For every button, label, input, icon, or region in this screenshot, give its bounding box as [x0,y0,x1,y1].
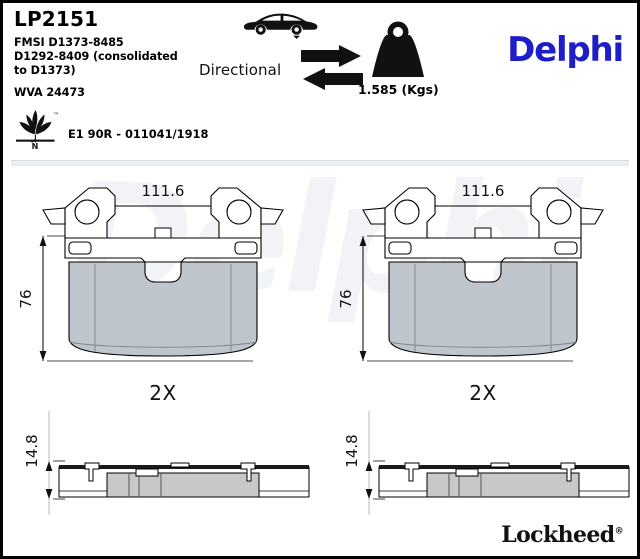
right-pad-drawing: 111.6 76 [323,166,637,426]
header: LP2151 FMSI D1373-8485 D1292-8409 (conso… [3,3,637,155]
fmsi-code: FMSI D1373-8485 [14,36,124,49]
homologation-row: N ™ E1 90R - 011041/1918 [13,106,208,150]
car-side-icon [244,13,318,39]
lockheed-text: Lockheed [501,522,615,548]
registered-mark: ® [614,526,624,537]
right-pad-quantity: 2X [469,381,497,405]
homologation-code: E1 90R - 011041/1918 [68,127,209,141]
consolidated-code: D1292-8409 (consolidated to D1373) [14,50,178,78]
left-pad-height-label: 76 [17,289,35,308]
delphi-logo: Delphi [507,30,624,70]
right-pad-side-view: 14.8 [323,411,637,521]
eco-leaf-icon: N ™ [16,110,59,150]
left-pad-quantity: 2X [149,381,177,405]
part-number: LP2151 [14,7,99,31]
wva-code: WVA 24473 [14,85,85,99]
left-pad-drawing: 111.6 76 [3,166,323,426]
technical-drawings: 111.6 76 [3,166,637,556]
directional-label: Directional [199,61,282,79]
weight-icon [372,21,424,77]
part-identification-block: LP2151 FMSI D1373-8485 D1292-8409 (conso… [14,8,229,100]
lockheed-logo: Lockheed® [501,522,623,548]
left-pad-width-label: 111.6 [142,182,185,200]
weight-label: 1.585 (Kgs) [358,82,439,97]
right-thickness-label: 14.8 [343,434,361,467]
left-thickness-label: 14.8 [23,434,41,467]
right-pad-height-label: 76 [337,289,355,308]
svg-text:N: N [32,142,39,150]
directional-arrows-icon [301,45,363,90]
left-pad-side-view: 14.8 [3,411,323,521]
header-divider [11,160,629,166]
right-pad-width-label: 111.6 [462,182,505,200]
svg-text:™: ™ [53,112,59,119]
